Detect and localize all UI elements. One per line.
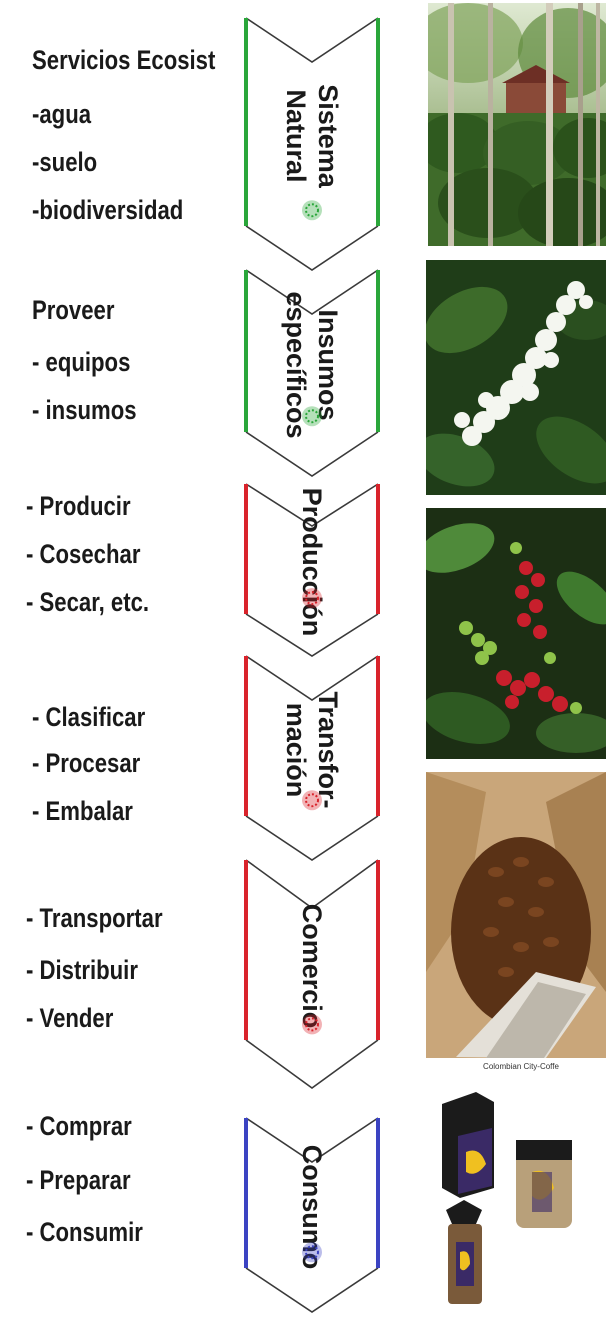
chevron-outline <box>246 270 378 476</box>
stage-label-sistema-natural: Natural <box>281 89 311 182</box>
coffee-icon <box>302 1014 322 1034</box>
coffee-beans-sack-photo <box>426 772 606 1058</box>
stage-transformacion: Transfor-mación <box>246 656 378 860</box>
stage-consumo: Consumo <box>246 1118 378 1312</box>
consumer-icon <box>302 1242 322 1262</box>
stage-label-transformacion: Transfor- <box>313 691 343 808</box>
chevron-outline <box>246 18 378 270</box>
leaf-icon <box>302 406 322 426</box>
leaf-icon <box>302 200 322 220</box>
stage-label-insumos: Insumos <box>313 309 343 420</box>
photo-caption: Colombian City-Coffe <box>451 1062 591 1071</box>
instant-coffee-jars-photo <box>436 1092 608 1315</box>
coffee-cherries-photo <box>426 508 606 759</box>
stage-comercio: Comercio <box>246 860 378 1088</box>
coffee-icon <box>302 790 322 810</box>
stage-label-produccion: Producción <box>297 488 327 637</box>
stage-produccion: Producción <box>246 484 378 656</box>
stage-label-comercio: Comercio <box>297 904 327 1029</box>
coffee-icon <box>302 588 322 608</box>
chevron-outline <box>246 656 378 860</box>
stage-label-transformacion: mación <box>281 703 311 798</box>
shade-coffee-forest-photo <box>428 3 606 246</box>
stage-label-sistema-natural: Sistema <box>313 84 343 189</box>
coffee-flowers-photo <box>426 260 606 495</box>
